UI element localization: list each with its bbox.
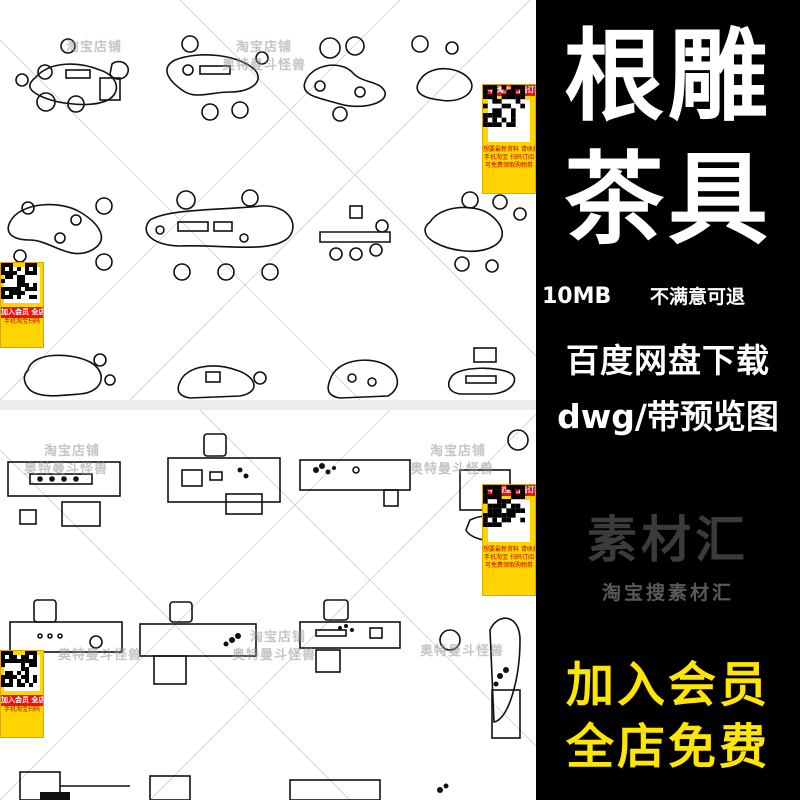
qr-card-note: 可免费领取购物券 [484,162,533,169]
qr-card-head: 加入会员 全店免费 [1,695,43,706]
qr-card-head: 手机淘宝 扫码订阅 [483,485,536,496]
watermark-shop: 淘宝店铺 [44,444,101,459]
qr-code-icon [1,263,40,303]
watermark-shop: 淘宝店铺 [66,40,123,55]
qr-code-icon [1,651,40,691]
qr-card-note: 手机淘宝 扫码订阅 [484,554,534,561]
preview-sheet-bottom [0,410,536,800]
qr-code-icon [483,485,530,542]
refund-note: 不满意可退 [650,286,746,308]
qr-promo-card: 加入会员 全店免费 手机淘宝扫码 [0,650,44,738]
product-ad-panel: 根雕 茶具 10MB 不满意可退 百度网盘下载 dwg/带预览图 素材汇 淘宝搜素… [536,0,800,800]
download-note: 百度网盘下载 [566,341,770,380]
qr-promo-card: 手机淘宝 扫码订阅 想要最新资料 请收藏本店 手机淘宝 扫码订阅 可免费领取购物… [482,484,536,596]
preview-divider [0,400,536,410]
watermark-name: 奥特曼斗怪兽 [222,58,307,73]
brand-logo: 素材汇 [587,511,749,569]
watermark-name: 奥特曼斗怪兽 [410,462,495,477]
brand-search-hint: 淘宝搜素材汇 [601,582,734,604]
qr-card-note: 手机淘宝扫码 [3,706,40,713]
qr-card-note: 想要最新资料 请收藏本店 [483,546,535,553]
cad-drawings [0,0,536,800]
qr-card-note: 可免费领取购物券 [484,562,533,569]
qr-card-head: 加入会员 全店免费 [1,307,43,318]
promo-line2: 全店免费 [565,719,770,775]
format-note: dwg/带预览图 [557,397,779,436]
watermark-name: 奥特曼斗怪兽 [420,644,505,659]
qr-card-note: 手机淘宝扫码 [3,318,40,325]
product-title-line2: 茶具 [564,141,772,258]
file-size: 10MB [542,284,612,309]
qr-promo-card: 加入会员 全店免费 手机淘宝扫码 [0,262,44,348]
watermark-name: 奥特曼斗怪兽 [232,648,317,663]
qr-code-icon [483,85,530,142]
cad-preview-panel: 淘宝店铺 淘宝店铺 奥特曼斗怪兽 淘宝店铺 奥特曼斗怪兽 淘宝店铺 奥特曼斗怪兽… [0,0,536,800]
watermark-name: 奥特曼斗怪兽 [58,648,143,663]
promo-line1: 加入会员 [565,657,770,713]
product-title-line1: 根雕 [564,18,772,135]
qr-card-note: 手机淘宝 扫码订阅 [484,154,534,161]
watermark-shop: 淘宝店铺 [250,630,307,645]
qr-card-note: 想要最新资料 请收藏本店 [483,146,535,153]
watermark-shop: 淘宝店铺 [236,40,293,55]
watermark-shop: 淘宝店铺 [430,444,487,459]
watermark-name: 奥特曼斗怪兽 [24,462,109,477]
qr-promo-card: 手机淘宝 扫码订阅 想要最新资料 请收藏本店 手机淘宝 扫码订阅 可免费领取购物… [482,84,536,194]
size-refund-line: 10MB 不满意可退 [536,282,800,309]
